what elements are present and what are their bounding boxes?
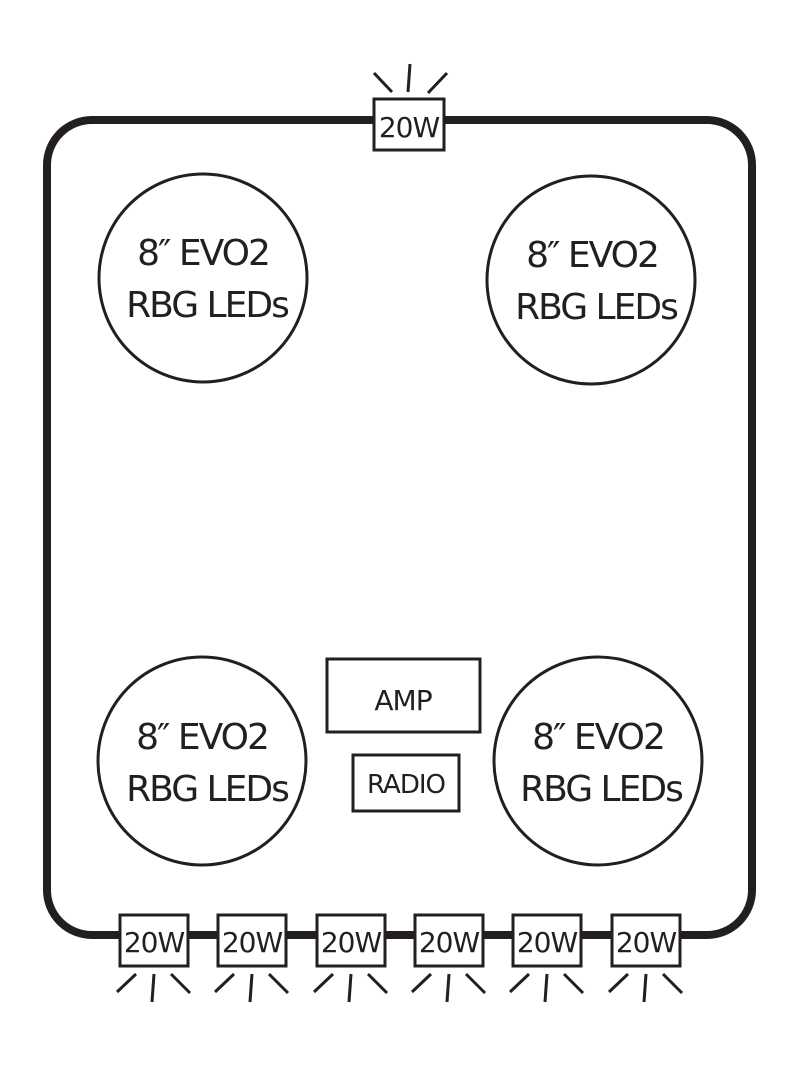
speaker-led-label: RBG LEDs	[126, 769, 288, 810]
light-ray	[445, 973, 451, 1003]
light-ray	[372, 71, 394, 94]
light-ray	[661, 972, 684, 995]
light-label: 20W	[616, 926, 677, 959]
light-label: 20W	[379, 111, 440, 144]
light-box	[511, 913, 583, 968]
speaker-model-label: 8″ EVO2	[532, 717, 664, 758]
light-ray	[347, 973, 353, 1003]
speaker-top-left: 8″ EVO2 RBG LEDs	[97, 172, 309, 384]
radio-label: RADIO	[367, 770, 445, 800]
light-box	[216, 913, 288, 968]
bottom-light-3: 20W	[312, 913, 389, 1003]
speaker-circle	[96, 655, 308, 867]
amp-unit: AMP	[325, 657, 482, 734]
speaker-bottom-left: 8″ EVO2 RBG LEDs	[96, 655, 308, 867]
light-box	[413, 913, 485, 968]
light-label: 20W	[419, 926, 480, 959]
speaker-top-right: 8″ EVO2 RBG LEDs	[485, 174, 697, 386]
bottom-light-6: 20W	[607, 913, 684, 1003]
light-box	[372, 97, 446, 152]
light-ray	[607, 972, 630, 994]
light-ray	[248, 973, 254, 1003]
light-ray	[150, 973, 156, 1003]
speaker-circle	[492, 655, 704, 867]
speaker-model-label: 8″ EVO2	[136, 717, 268, 758]
light-ray	[410, 972, 433, 994]
light-ray	[508, 972, 531, 994]
light-box	[315, 913, 387, 968]
speaker-model-label: 8″ EVO2	[526, 235, 658, 276]
light-ray	[169, 972, 192, 995]
light-ray	[642, 973, 648, 1003]
speaker-led-label: RBG LEDs	[520, 769, 682, 810]
bottom-light-4: 20W	[410, 913, 487, 1003]
radio-box	[351, 753, 461, 813]
light-ray	[562, 972, 585, 995]
light-label: 20W	[222, 926, 283, 959]
light-label: 20W	[124, 926, 185, 959]
light-label: 20W	[321, 926, 382, 959]
speaker-circle	[97, 172, 309, 384]
speaker-circle	[485, 174, 697, 386]
bottom-light-1: 20W	[115, 913, 192, 1003]
light-ray	[426, 71, 449, 95]
speaker-led-label: RBG LEDs	[515, 287, 677, 328]
speaker-model-label: 8″ EVO2	[137, 233, 269, 274]
radio-unit: RADIO	[351, 753, 461, 813]
top-light: 20W	[372, 63, 449, 152]
light-box	[118, 913, 190, 968]
bottom-light-5: 20W	[508, 913, 585, 1003]
light-ray	[406, 63, 412, 93]
light-ray	[543, 973, 549, 1003]
light-ray	[464, 972, 487, 995]
light-ray	[115, 972, 138, 994]
light-ray	[366, 972, 389, 995]
light-ray	[312, 972, 335, 994]
amp-label: AMP	[374, 684, 431, 717]
speaker-led-label: RBG LEDs	[126, 285, 288, 326]
speaker-bottom-right: 8″ EVO2 RBG LEDs	[492, 655, 704, 867]
bottom-light-2: 20W	[213, 913, 290, 1003]
amp-box	[325, 657, 482, 734]
light-box	[610, 913, 682, 968]
light-label: 20W	[517, 926, 578, 959]
light-ray	[267, 972, 290, 995]
light-ray	[213, 972, 236, 994]
